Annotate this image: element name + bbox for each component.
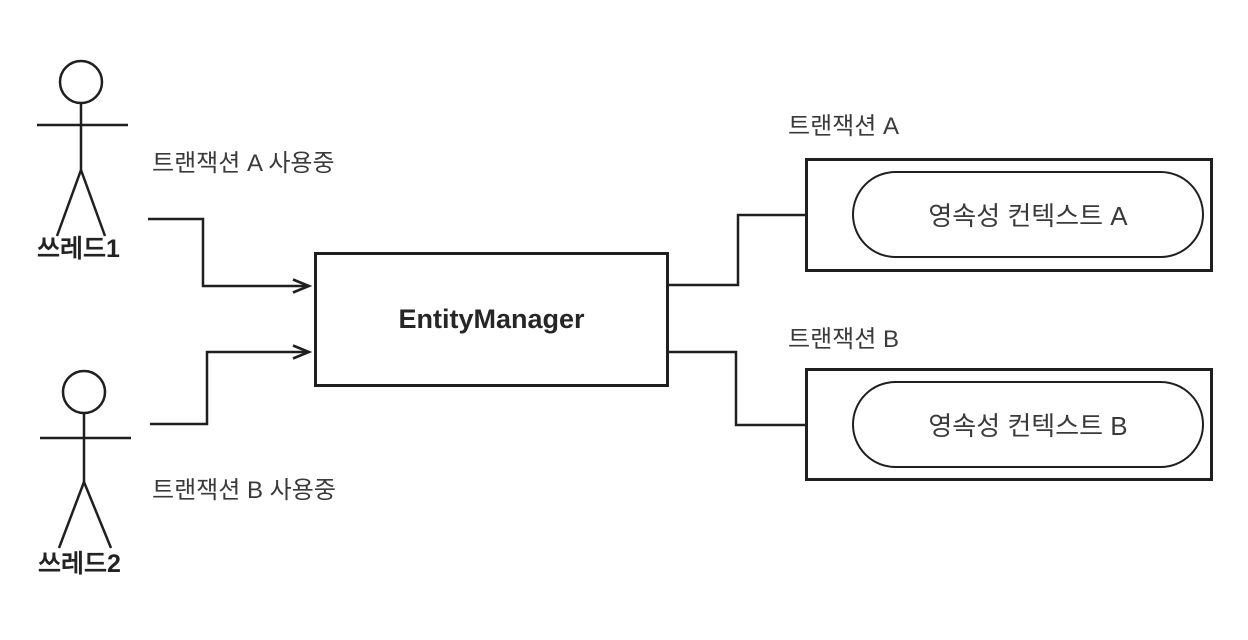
actor-thread1-head [58,59,104,105]
connector-entitymanager-to-context-b [669,350,847,425]
entity-manager-label: EntityManager [398,304,585,334]
transaction-b-title: 트랜잭션 B [788,326,899,353]
persistence-context-b-label: 영속성 컨텍스트 B [928,411,1128,441]
annotation-transaction-b-in-use: 트랜잭션 B 사용중 [152,477,336,504]
transaction-a-title: 트랜잭션 A [788,113,899,140]
annotation-transaction-a-in-use: 트랜잭션 A 사용중 [152,150,335,177]
actor-thread2-right-leg [82,481,113,549]
persistence-context-b-shape: 영속성 컨텍스트 B [852,381,1204,468]
actor-thread1-label: 쓰레드1 [37,235,120,263]
actor-thread2-left-leg [57,481,86,549]
actor-thread2-label: 쓰레드2 [38,550,121,578]
connector-thread2-to-entitymanager [150,352,309,426]
actor-thread1-left-leg [55,169,83,237]
actor-thread1-right-leg [79,169,107,237]
actor-thread1-figure [37,59,128,237]
connector-entitymanager-to-context-a [669,215,847,287]
persistence-context-a-label: 영속성 컨텍스트 A [928,201,1128,231]
actor-thread2-head [61,369,107,415]
entity-manager-box: EntityManager [314,252,669,387]
connector-thread1-to-entitymanager [148,217,309,286]
actor-thread2-figure [40,369,131,549]
persistence-context-a-shape: 영속성 컨텍스트 A [852,171,1204,258]
